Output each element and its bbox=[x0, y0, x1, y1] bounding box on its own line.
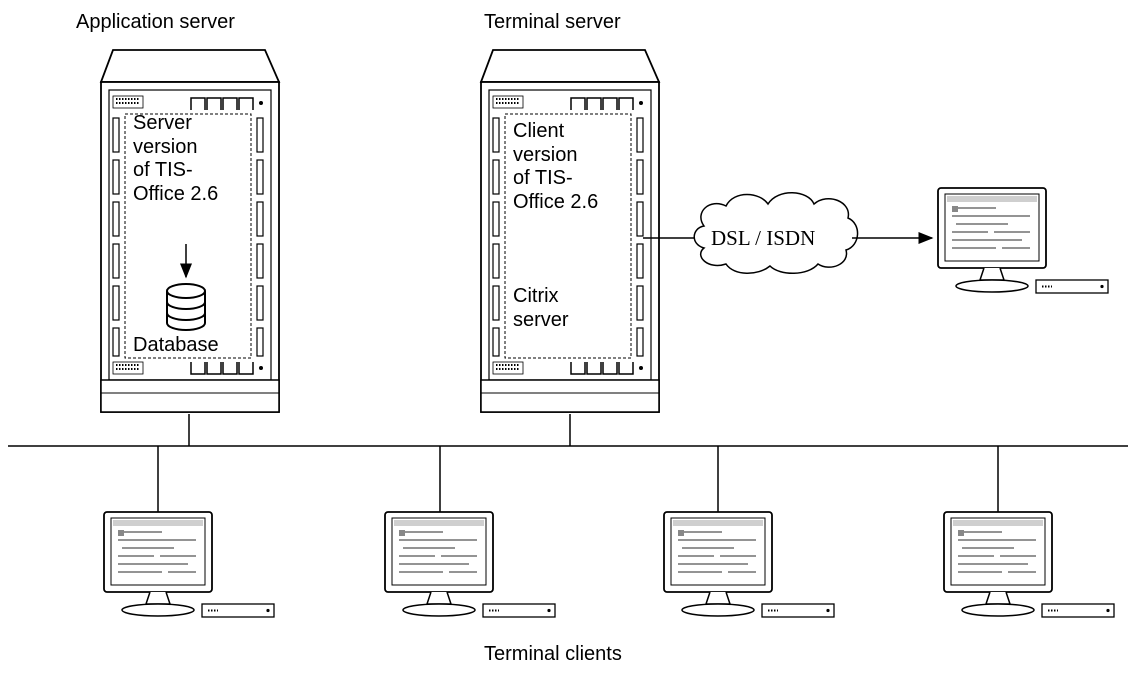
terminal-client-2-workstation-icon bbox=[384, 511, 556, 618]
application-server-label: Application server bbox=[76, 11, 235, 33]
terminal-clients-label: Terminal clients bbox=[484, 643, 622, 665]
terminal-server-rack-icon bbox=[480, 49, 660, 413]
dsl-isdn-label: DSL / ISDN bbox=[711, 226, 816, 250]
application-server-rack-icon bbox=[100, 49, 280, 413]
citrix-server-label: Citrix server bbox=[513, 285, 569, 331]
server-software-label: Server version of TIS- Office 2.6 bbox=[133, 112, 219, 205]
database-icon bbox=[166, 283, 206, 331]
terminal-client-4-workstation-icon bbox=[943, 511, 1115, 618]
remote-workstation-icon bbox=[937, 187, 1109, 294]
terminal-client-3-workstation-icon bbox=[663, 511, 835, 618]
database-label: Database bbox=[133, 334, 219, 356]
cloud-icon bbox=[693, 192, 859, 274]
client-software-label: Client version of TIS- Office 2.6 bbox=[513, 120, 599, 213]
terminal-client-1-workstation-icon bbox=[103, 511, 275, 618]
terminal-server-label: Terminal server bbox=[484, 11, 621, 33]
